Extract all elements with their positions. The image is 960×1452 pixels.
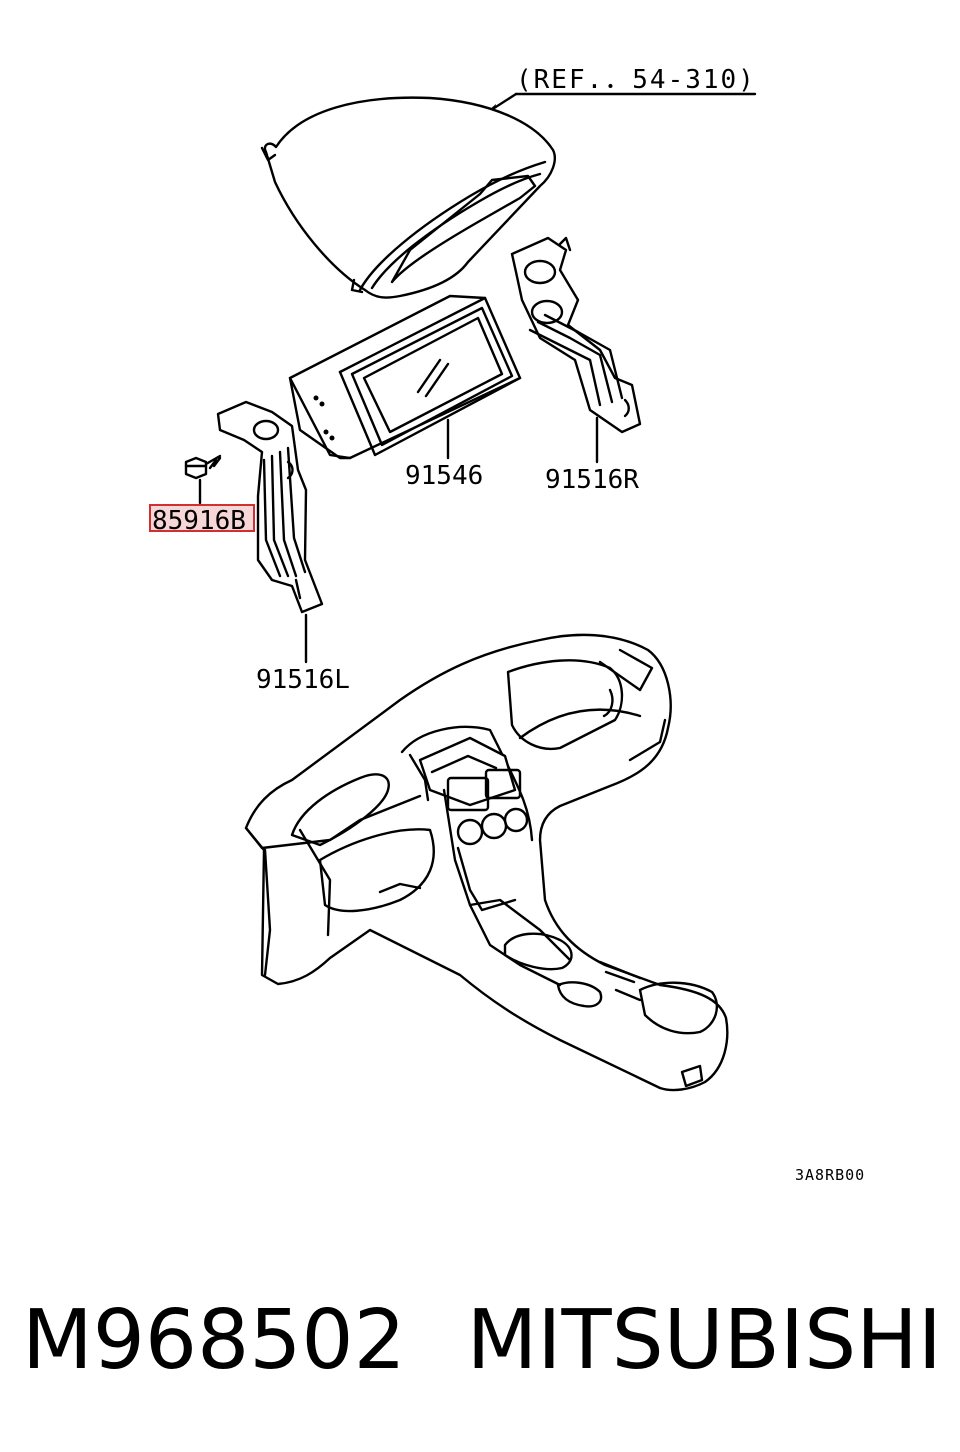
bracket-right-slot xyxy=(623,398,630,418)
screen-glare-2 xyxy=(424,362,450,398)
console-rear-tab xyxy=(680,1064,704,1088)
screen-glare-1 xyxy=(416,358,442,394)
steering-column-mark xyxy=(408,753,430,802)
bracket-left-rib-4 xyxy=(286,446,307,574)
drawing-code: 3A8RB00 xyxy=(795,1166,865,1184)
brand-name: MITSUBISHI xyxy=(466,1292,942,1388)
bracket-right-tab xyxy=(558,236,572,252)
center-stack-top xyxy=(400,725,534,842)
hood-rim-outer xyxy=(358,160,547,292)
display-top-edge xyxy=(338,296,487,374)
center-display-inner xyxy=(430,754,498,774)
meter-cluster-top xyxy=(598,648,654,692)
meter-cluster-housing xyxy=(506,659,624,751)
hood-clip-bottom xyxy=(350,278,364,294)
bracket-left xyxy=(216,400,324,664)
bracket-right-rib-1 xyxy=(528,328,602,407)
bracket-left-rib-2 xyxy=(270,454,290,578)
center-switch-right xyxy=(484,768,522,800)
center-display-recess xyxy=(418,736,517,807)
bracket-left-slot xyxy=(286,460,294,480)
hvac-knob-3 xyxy=(503,807,529,833)
display-front-frame xyxy=(338,370,522,457)
display-unit xyxy=(288,294,522,460)
display-hole-4 xyxy=(329,435,335,441)
bracket-left-hole xyxy=(252,419,280,441)
meter-hood xyxy=(260,96,556,299)
caption: M968502 MITSUBISHI xyxy=(22,1285,942,1395)
screw-head xyxy=(184,456,208,480)
center-switch-left xyxy=(446,776,490,812)
meter-cluster-brow xyxy=(518,708,642,740)
hood-rim-inner xyxy=(370,172,542,290)
callout-91546: 91546 xyxy=(405,461,483,491)
shifter-recess xyxy=(556,981,603,1008)
callout-91516L: 91516L xyxy=(256,665,350,695)
bracket-right xyxy=(510,236,642,464)
callout-85916B: 85916B xyxy=(152,506,246,536)
right-panel-edge xyxy=(628,718,667,762)
console-top-edge xyxy=(468,898,572,962)
hood-shell xyxy=(263,96,556,299)
reference-label-group: (REF.．54-310) xyxy=(481,65,757,117)
bracket-left-rib-1 xyxy=(262,458,282,578)
bracket-left-rib-3 xyxy=(278,450,298,578)
bracket-right-outline xyxy=(510,236,642,434)
screw-thread xyxy=(204,454,222,470)
part-number: M968502 xyxy=(22,1292,406,1388)
console-switches xyxy=(598,960,642,1002)
glovebox xyxy=(318,828,435,913)
hood-clip-left xyxy=(260,146,277,162)
center-stack-lower xyxy=(456,846,517,912)
display-bezel xyxy=(350,306,514,447)
reference-label: (REF.．54-310) xyxy=(516,65,756,95)
dashboard-outline xyxy=(244,633,729,1092)
cupholder xyxy=(503,932,573,971)
bracket-right-hole-top xyxy=(523,259,557,285)
left-end-cap xyxy=(263,848,272,977)
armrest-lid xyxy=(638,981,719,1035)
hvac-knob-1 xyxy=(456,818,484,846)
display-screen xyxy=(362,316,504,434)
display-hole-3 xyxy=(323,429,329,435)
bracket-right-rib-2 xyxy=(536,320,614,404)
bracket-left-outline xyxy=(216,400,324,614)
callout-91516R: 91516R xyxy=(545,465,639,495)
center-console-left-edge xyxy=(442,788,562,987)
hood-opening xyxy=(390,174,537,284)
left-panel-edge xyxy=(298,828,332,937)
instrument-panel xyxy=(244,633,729,1092)
bracket-left-foot xyxy=(294,578,302,600)
screw xyxy=(184,454,222,505)
display-hole-2 xyxy=(319,401,325,407)
glovebox-handle xyxy=(378,882,422,894)
bracket-right-rib-3 xyxy=(543,313,624,400)
callout-85916B-highlight xyxy=(149,504,255,532)
right-vent xyxy=(602,688,614,718)
display-side xyxy=(288,376,352,460)
display-hole-1 xyxy=(313,395,319,401)
left-vent xyxy=(290,773,390,847)
bracket-right-hole-bottom xyxy=(530,299,564,325)
